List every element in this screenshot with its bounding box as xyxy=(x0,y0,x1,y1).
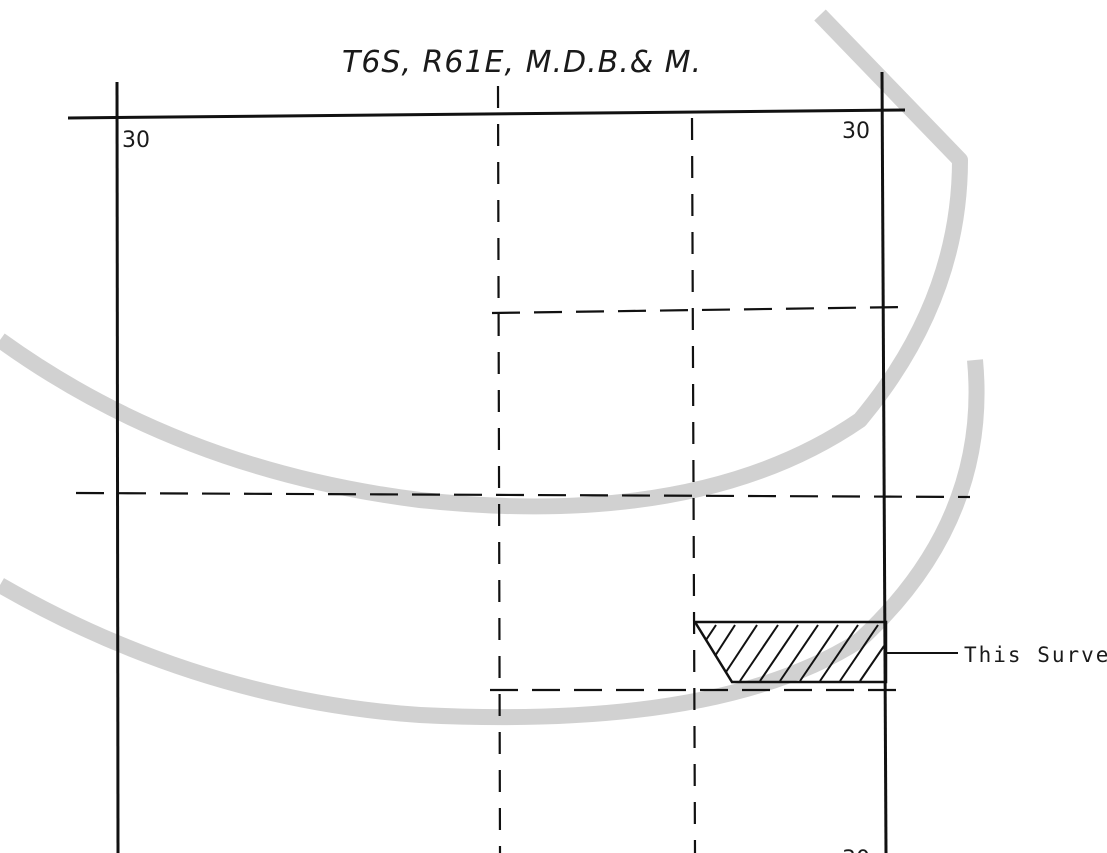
parcel-hatching xyxy=(705,624,885,682)
corner-label-top-left: 30 xyxy=(122,128,150,153)
sixteenth-line-vertical xyxy=(690,117,697,853)
section-line-right xyxy=(880,71,888,853)
section-line-left xyxy=(115,81,120,853)
quarter-line-horizontal xyxy=(75,491,971,499)
corner-label-bottom-right: 30 xyxy=(842,847,870,853)
survey-parcel xyxy=(692,620,888,684)
corner-label-top-right: 30 xyxy=(842,119,870,144)
plat-title: T6S, R61E, M.D.B.& M. xyxy=(342,45,702,80)
sixteenth-line-upper xyxy=(491,305,906,315)
callout-label: This Surve xyxy=(964,643,1107,667)
section-line-top xyxy=(67,108,906,120)
quarter-line-vertical xyxy=(496,85,502,853)
watermark-stamp xyxy=(0,9,985,726)
